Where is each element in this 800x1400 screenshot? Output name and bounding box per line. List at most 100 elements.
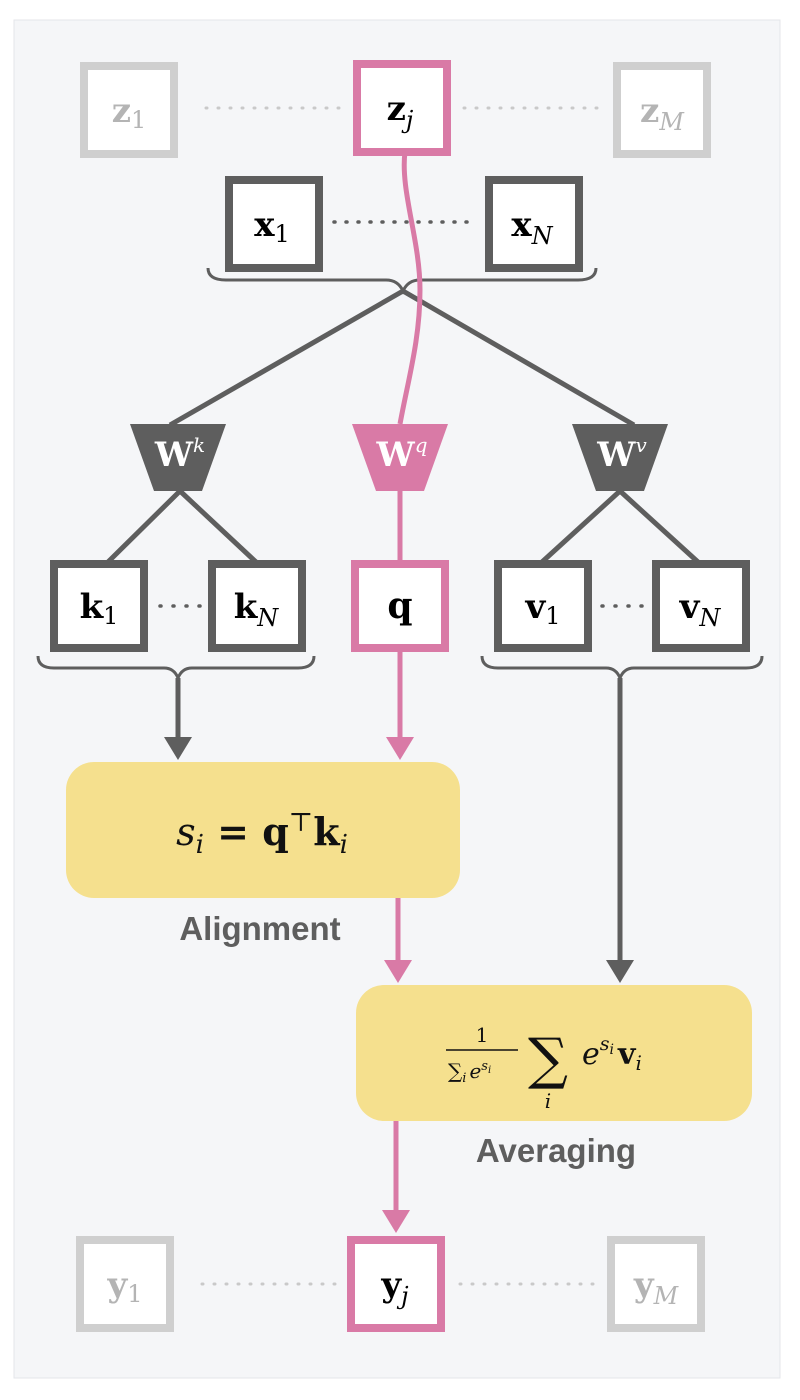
link-zj-to-wq [397,151,423,425]
svg-text:vN: vN [679,587,722,632]
value-v-n: vN [652,560,750,652]
wq-sup: q [415,433,428,457]
v1-base: v [524,587,546,627]
avg-den-i: i [462,1071,466,1086]
z1-base: z [112,91,131,131]
yj-base: y [380,1265,402,1305]
avg-sum: ∑ [528,1027,568,1092]
link-wk-to-k1 [106,489,182,564]
avg-den-e: e [469,1059,481,1083]
arrowhead-yj [382,1210,410,1233]
svg-text:y1: y1 [106,1265,142,1308]
align-q: q [262,809,289,854]
vn-base: v [679,587,701,627]
output-z-j: zj [353,60,451,156]
align-s: s [176,810,196,854]
avg-e-si: i [610,1042,614,1058]
arrowhead-align [384,960,412,983]
link-wv-to-v1 [540,489,622,564]
link-wk-to-kn [178,489,258,564]
xn-base: x [511,205,532,245]
svg-text:Wk: Wk [154,433,205,475]
link-x-to-wk [168,288,405,428]
query-q: q [351,560,449,652]
zm-sub: M [658,108,685,136]
avg-den-sum: ∑ [448,1059,463,1083]
alignment-label: Alignment [179,910,340,947]
weight-wk: Wk [130,424,226,491]
output-z-1: z1 [80,62,178,158]
k1-sub: 1 [103,602,118,630]
wk-base: W [154,435,194,475]
align-s-sub: i [196,830,204,860]
link-wv-to-vn [618,489,700,564]
ym-base: y [633,1265,655,1305]
key-k-n: kN [208,560,306,652]
svg-text:zj: zj [387,89,414,134]
kn-base: k [234,587,259,627]
zm-base: z [640,91,659,131]
avg-sum-i: i [545,1089,551,1113]
weight-wq: Wq [352,424,448,491]
avg-v: v [617,1037,637,1072]
input-x-n: xN [485,176,583,272]
xn-sub: N [531,222,554,250]
weight-wv: Wv [572,424,668,491]
z1-sub: 1 [131,106,146,134]
y1-base: y [106,1265,128,1305]
svg-text:kN: kN [234,587,280,632]
avg-den-s: s [481,1059,488,1074]
output-z-m: zM [613,62,711,158]
svg-text:zM: zM [640,91,685,136]
svg-text:xN: xN [511,205,553,250]
align-top: ⊤ [289,808,313,838]
avg-e: e [582,1037,600,1072]
averaging-label: Averaging [476,1132,636,1169]
output-y-m: yM [607,1236,705,1332]
svg-text:v1: v1 [524,587,560,630]
arrowhead-q [386,737,414,760]
input-x-1: x1 [225,176,323,272]
svg-text:x1: x1 [254,205,290,248]
svg-text:yj: yj [380,1265,409,1310]
wk-sup: k [193,433,205,457]
output-y-j: yj [347,1236,445,1332]
k1-base: k [80,587,105,627]
svg-text:Wq: Wq [376,433,428,475]
avg-den-si: i [488,1065,491,1076]
x1-base: x [254,205,275,245]
v1-sub: 1 [545,602,560,630]
kn-sub: N [256,604,279,632]
ym-sub: M [653,1282,680,1310]
svg-text:z1: z1 [112,91,147,134]
vn-sub: N [698,604,721,632]
output-y-1: y1 [76,1236,174,1332]
align-k-sub: i [340,830,348,860]
key-k-1: k1 [50,560,148,652]
x1-sub: 1 [275,220,290,248]
avg-num: 1 [476,1023,489,1047]
value-v-1: v1 [494,560,592,652]
zj-base: z [387,89,406,129]
q-label: q [387,585,412,627]
y1-sub: 1 [127,1280,142,1308]
svg-text:Wv: Wv [596,433,647,475]
svg-text:yM: yM [633,1265,680,1310]
avg-e-s: s [600,1033,610,1055]
wv-sup: v [635,433,647,457]
arrowhead-v [606,960,634,983]
wv-base: W [596,435,636,475]
align-k: k [313,809,340,854]
svg-text:si = q⊤ki: si = q⊤ki [176,808,348,860]
arrowhead-k [164,737,192,760]
wq-base: W [376,435,416,475]
align-eq: = [204,809,262,854]
avg-v-sub: i [635,1051,641,1075]
link-x-to-wv [401,288,636,428]
alignment-box: si = q⊤ki [66,762,460,898]
